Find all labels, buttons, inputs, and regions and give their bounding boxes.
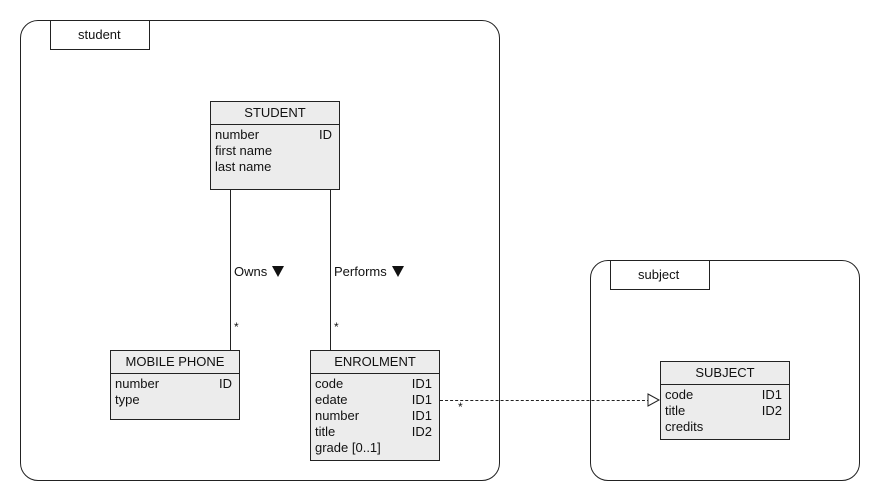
open-triangle-arrow-icon <box>647 393 661 407</box>
package-subject-tab: subject <box>610 260 710 290</box>
performs-association-label: Performs <box>334 264 404 279</box>
direction-arrow-icon <box>391 266 404 277</box>
attribute-row: title ID2 <box>315 424 432 439</box>
attribute-row: code ID1 <box>315 376 432 391</box>
class-mobile-phone: MOBILE PHONE number ID type <box>110 350 240 420</box>
owns-multiplicity: * <box>234 320 239 334</box>
package-student-tab: student <box>50 20 150 50</box>
attribute-row: grade [0..1] <box>315 440 381 455</box>
class-subject-title: SUBJECT <box>661 362 789 385</box>
class-student-attributes: number ID first name last name <box>211 125 339 175</box>
attribute-row: number ID <box>115 376 232 391</box>
attribute-row: number ID1 <box>315 408 432 423</box>
enrolment-subject-multiplicity: * <box>458 400 463 414</box>
attribute-row: type <box>115 392 140 407</box>
class-student: STUDENT number ID first name last name <box>210 101 340 190</box>
class-mobile-phone-title: MOBILE PHONE <box>111 351 239 374</box>
attribute-row: code ID1 <box>665 387 782 402</box>
package-student-label: student <box>78 27 121 42</box>
class-enrolment-attributes: code ID1 edate ID1 number ID1 title ID2 … <box>311 374 439 456</box>
attribute-row: title ID2 <box>665 403 782 418</box>
class-subject: SUBJECT code ID1 title ID2 credits <box>660 361 790 440</box>
class-mobile-phone-attributes: number ID type <box>111 374 239 408</box>
performs-association-line <box>330 190 331 350</box>
attribute-row: edate ID1 <box>315 392 432 407</box>
attribute-row: first name <box>215 143 273 158</box>
class-enrolment-title: ENROLMENT <box>311 351 439 374</box>
package-subject-label: subject <box>638 267 680 282</box>
class-student-title: STUDENT <box>211 102 339 125</box>
attribute-row: credits <box>665 419 704 434</box>
owns-association-label: Owns <box>234 264 285 279</box>
performs-multiplicity: * <box>334 320 339 334</box>
class-enrolment: ENROLMENT code ID1 edate ID1 number ID1 … <box>310 350 440 461</box>
owns-association-line <box>230 190 231 350</box>
attribute-row: number ID <box>215 127 332 142</box>
attribute-row: last name <box>215 159 272 174</box>
enrolment-subject-dependency-line <box>440 400 650 401</box>
direction-arrow-icon <box>272 266 285 277</box>
class-subject-attributes: code ID1 title ID2 credits <box>661 385 789 435</box>
